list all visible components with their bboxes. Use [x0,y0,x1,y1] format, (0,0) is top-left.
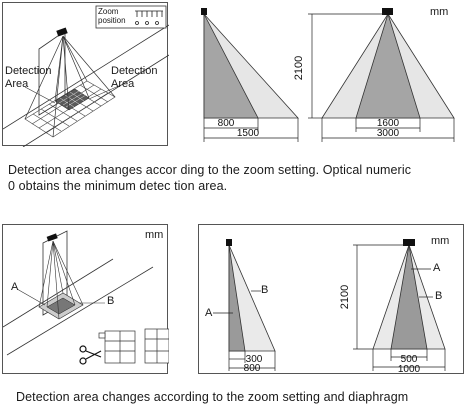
detection-label-right-line2: Area [111,78,135,90]
caption-2: Detection area changes according to the … [16,390,409,404]
left-inner-width-2: 300 [246,354,263,365]
right-outer-width-2: 1000 [398,364,421,375]
sensor-icon [46,233,58,242]
scissors-icon [79,345,102,365]
right-inner-width-2: 500 [401,354,418,365]
left-inner-width: 800 [218,118,235,129]
perspective-drawing [2,5,170,148]
zoom-label-line2: position [98,16,126,25]
sensor-icon [403,239,415,246]
right-inner-width: 1600 [377,118,400,129]
unit-label-2: mm [145,229,164,241]
label-a-cone-left: A [205,307,213,319]
detection-label-right-line1: Detection [111,65,158,77]
zoom-perspective-panel: Zoom position Detection Area Detection A… [2,2,170,148]
left-outer-width-2: 800 [244,363,261,374]
perspective-drawing-2 [2,230,170,365]
zoom-label-line1: Zoom [98,7,119,16]
sensor-icon [201,8,207,15]
zoom-cone-panel: 2100 800 1500 1600 3000 mm [198,2,464,146]
detection-label-left-line1: Detection [5,65,52,77]
caption-1-line2: 0 obtains the minimum detec tion area. [8,179,228,193]
left-outer-width: 1500 [237,128,260,139]
detection-label-left-line2: Area [5,78,29,90]
diaphragm-perspective-panel: A B mm [2,224,170,374]
height-label: 2100 [293,56,305,80]
cone-drawing-2: 2100 300 800 500 1000 [213,239,446,375]
sensor-icon [56,27,68,37]
unit-label-3: mm [431,235,450,247]
caption-1-line1: Detection area changes accor ding to the… [8,163,412,177]
sensor-icon [226,239,232,246]
label-a-cone-right: A [433,262,441,274]
sensor-icon [382,8,393,15]
label-b-cone-left: B [261,284,269,296]
unit-label: mm [430,6,449,18]
label-a-left: A [11,281,19,293]
label-b-cone-right: B [435,290,443,302]
right-outer-width: 3000 [377,128,400,139]
cone-drawing-1: 2100 800 1500 1600 3000 [201,8,455,142]
height-label-2: 2100 [339,285,351,309]
label-b-left: B [107,295,115,307]
diaphragm-cone-panel: 2100 300 800 500 1000 A B A B mm [198,224,464,375]
